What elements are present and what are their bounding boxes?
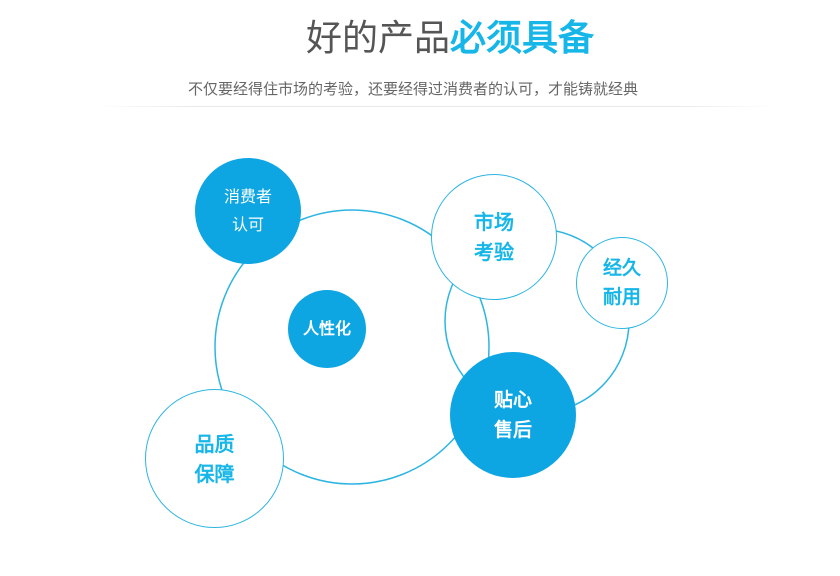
node-consumer-approval: 消费者 认可: [195, 158, 301, 264]
node-durable: 经久 耐用: [576, 237, 668, 329]
large-ring: [214, 209, 490, 485]
node-service-line2: 售后: [493, 419, 532, 441]
node-market-line1: 市场: [474, 210, 514, 234]
page-title: 好的产品必须具备: [0, 12, 840, 66]
node-quality-line1: 品质: [194, 431, 235, 456]
node-durable-line2: 耐用: [602, 286, 641, 308]
node-consumer-line1: 消费者: [223, 187, 272, 206]
node-quality-line2: 保障: [194, 461, 235, 486]
node-market-line2: 考验: [474, 240, 514, 264]
page-subtitle: 不仅要经得住市场的考验，还要经得过消费者的认可，才能铸就经典: [187, 80, 638, 98]
node-humanized: 人性化: [288, 290, 366, 368]
node-market-test: 市场 考验: [431, 174, 557, 300]
header-divider: [95, 106, 775, 107]
node-humanized-label: 人性化: [302, 319, 351, 338]
node-quality-assurance: 品质 保障: [145, 389, 284, 528]
node-consumer-line2: 认可: [231, 215, 264, 234]
node-durable-line1: 经久: [602, 257, 641, 279]
title-accent: 必须具备: [450, 18, 595, 59]
title-plain: 好的产品: [305, 18, 450, 59]
node-after-sales: 贴心 售后: [450, 352, 576, 478]
node-service-line1: 贴心: [493, 389, 532, 411]
